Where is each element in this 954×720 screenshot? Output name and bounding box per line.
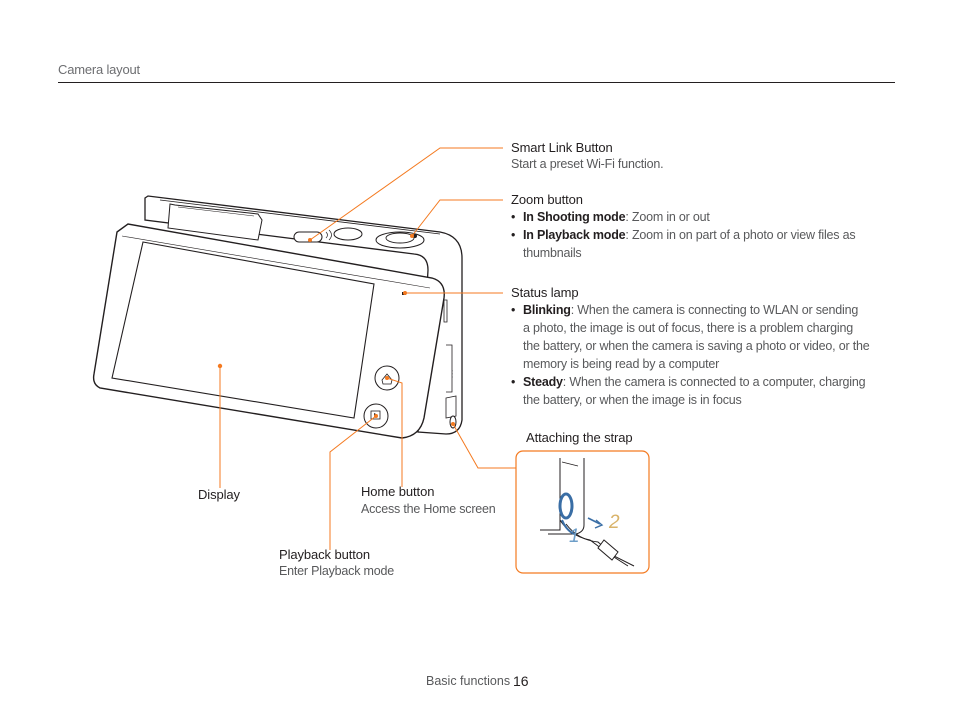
smart-link-title: Smart Link Button: [511, 140, 613, 155]
display-title: Display: [198, 487, 240, 502]
status-lamp-blinking: Blinking: When the camera is connecting …: [511, 301, 901, 373]
svg-text:· · ·: · · ·: [449, 370, 455, 378]
home-desc: Access the Home screen: [361, 502, 496, 516]
strap-inset-frame: [515, 450, 650, 574]
zoom-callout: Zoom button In Shooting mode: Zoom in or…: [511, 192, 901, 262]
zoom-title: Zoom button: [511, 192, 583, 207]
home-title: Home button: [361, 484, 435, 499]
strap-inset-drawing: [540, 458, 635, 567]
strap-step-2: 2: [609, 512, 620, 533]
home-callout: Home button Access the Home screen: [361, 484, 496, 518]
status-lamp-callout: Status lamp Blinking: When the camera is…: [511, 285, 901, 409]
smart-link-callout: Smart Link Button Start a preset Wi-Fi f…: [511, 140, 664, 173]
zoom-item-playback: In Playback mode: Zoom in on part of a p…: [511, 226, 901, 262]
header-rule: [58, 82, 895, 83]
display-area: [111, 241, 375, 419]
strap-title: Attaching the strap: [526, 430, 633, 445]
strap-step-1: 1: [569, 526, 580, 547]
status-lamp-steady: Steady: When the camera is connected to …: [511, 373, 901, 409]
status-lamp-title: Status lamp: [511, 285, 579, 300]
smart-link-button-drawing: [293, 231, 323, 243]
playback-title: Playback button: [279, 547, 371, 562]
footer-label: Basic functions: [426, 674, 511, 688]
page-number: 16: [513, 673, 529, 689]
smart-link-desc: Start a preset Wi-Fi function.: [511, 157, 664, 171]
playback-callout: Playback button Enter Playback mode: [279, 547, 394, 580]
leader-lines: [219, 147, 516, 550]
section-title: Camera layout: [58, 62, 140, 77]
zoom-item-shooting: In Shooting mode: Zoom in or out: [511, 208, 901, 226]
playback-desc: Enter Playback mode: [279, 564, 395, 578]
